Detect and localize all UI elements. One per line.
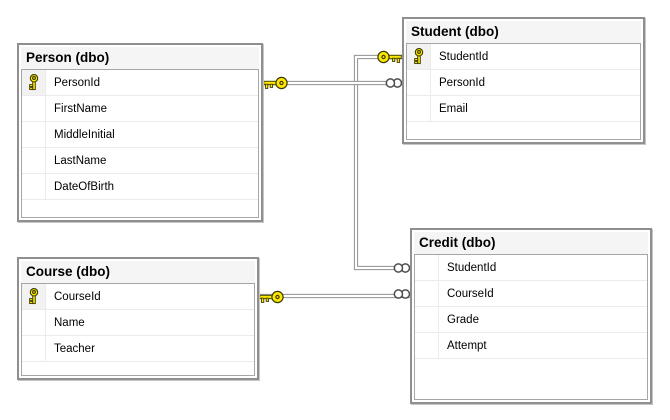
column-name: StudentId <box>439 50 489 63</box>
relationship-course-credit[interactable] <box>259 289 411 304</box>
row-selector-cell <box>22 336 46 361</box>
column-name: PersonId <box>54 76 101 89</box>
row-selector-cell <box>22 148 46 173</box>
primary-key-icon <box>28 74 38 91</box>
column-row-course-name[interactable]: Name <box>22 310 254 336</box>
row-selector-cell <box>407 70 431 95</box>
column-name: Teacher <box>54 342 95 355</box>
column-name: Email <box>439 102 468 115</box>
row-selector-cell <box>415 333 439 358</box>
relationship-person-student[interactable] <box>263 76 403 90</box>
column-name: CourseId <box>447 287 494 300</box>
column-name: DateOfBirth <box>54 180 115 193</box>
primary-key-icon <box>413 48 423 65</box>
table-title-course[interactable]: Course (dbo) <box>21 261 255 283</box>
column-row-person-dateofbirth[interactable]: DateOfBirth <box>22 174 258 200</box>
column-name: StudentId <box>447 261 497 274</box>
column-row-credit-grade[interactable]: Grade <box>415 307 647 333</box>
primary-key-cell <box>22 70 46 95</box>
column-name: Name <box>54 316 85 329</box>
column-name: CourseId <box>54 290 101 303</box>
table-title-credit[interactable]: Credit (dbo) <box>414 232 648 254</box>
row-selector-cell <box>415 255 439 280</box>
row-selector-cell <box>22 96 46 121</box>
row-selector-cell <box>22 310 46 335</box>
column-name: LastName <box>54 154 107 167</box>
column-row-course-teacher[interactable]: Teacher <box>22 336 254 362</box>
column-row-person-firstname[interactable]: FirstName <box>22 96 258 122</box>
primary-key-icon <box>28 288 38 305</box>
column-row-student-personid[interactable]: PersonId <box>407 70 640 96</box>
table-title-person[interactable]: Person (dbo) <box>21 47 259 69</box>
primary-key-cell <box>22 284 46 309</box>
row-selector-cell <box>407 96 431 121</box>
row-selector-cell <box>415 307 439 332</box>
column-row-student-studentid[interactable]: StudentId <box>407 44 640 70</box>
row-selector-cell <box>415 281 439 306</box>
row-selector-cell <box>22 174 46 199</box>
row-selector-cell <box>22 122 46 147</box>
column-row-credit-courseid[interactable]: CourseId <box>415 281 647 307</box>
column-name: FirstName <box>54 102 108 115</box>
column-name: Grade <box>447 313 479 326</box>
column-row-credit-attempt[interactable]: Attempt <box>415 333 647 359</box>
primary-key-cell <box>407 44 431 69</box>
column-name: PersonId <box>439 76 486 89</box>
column-row-student-email[interactable]: Email <box>407 96 640 122</box>
column-row-person-lastname[interactable]: LastName <box>22 148 258 174</box>
column-row-course-courseid[interactable]: CourseId <box>22 284 254 310</box>
column-row-person-middleinitial[interactable]: MiddleInitial <box>22 122 258 148</box>
column-row-person-personid[interactable]: PersonId <box>22 70 258 96</box>
column-row-credit-studentid[interactable]: StudentId <box>415 255 647 281</box>
column-name: MiddleInitial <box>54 128 115 141</box>
table-title-student[interactable]: Student (dbo) <box>406 21 641 43</box>
column-name: Attempt <box>447 339 487 352</box>
